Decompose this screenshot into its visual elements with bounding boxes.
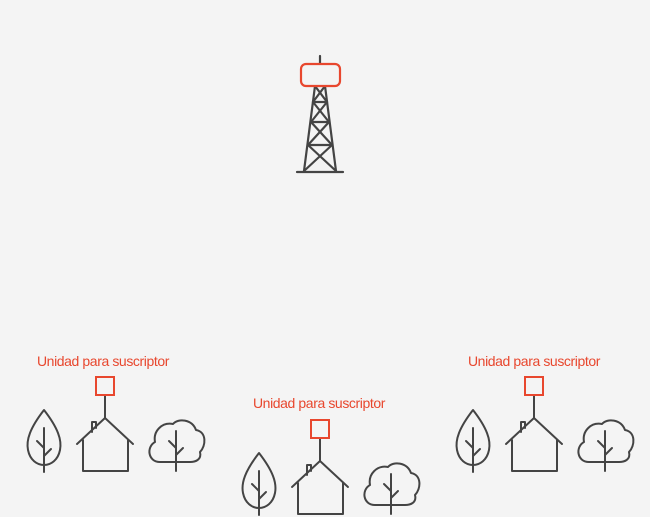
site-2-label: Unidad para suscriptor [252, 395, 386, 411]
tree-icon [455, 409, 491, 473]
bush-tree-icon [577, 419, 635, 472]
tree-icon [241, 452, 277, 516]
bush-tree-icon [363, 462, 421, 515]
site-1-label: Unidad para suscriptor [36, 353, 170, 369]
cell-tower-icon [295, 54, 345, 174]
bush-tree-icon [148, 419, 206, 472]
subscriber-unit-icon [310, 419, 330, 439]
tree-icon [26, 409, 62, 473]
base-station-antenna-icon [299, 62, 342, 88]
house-icon [505, 417, 563, 472]
house-icon [76, 417, 134, 472]
subscriber-unit-icon [524, 376, 544, 396]
subscriber-unit-icon [95, 376, 115, 396]
subscriber-site-1 [26, 376, 206, 473]
subscriber-site-2 [241, 419, 421, 516]
house-icon [291, 460, 349, 515]
subscriber-site-3 [455, 376, 635, 473]
site-3-label: Unidad para suscriptor [467, 353, 601, 369]
